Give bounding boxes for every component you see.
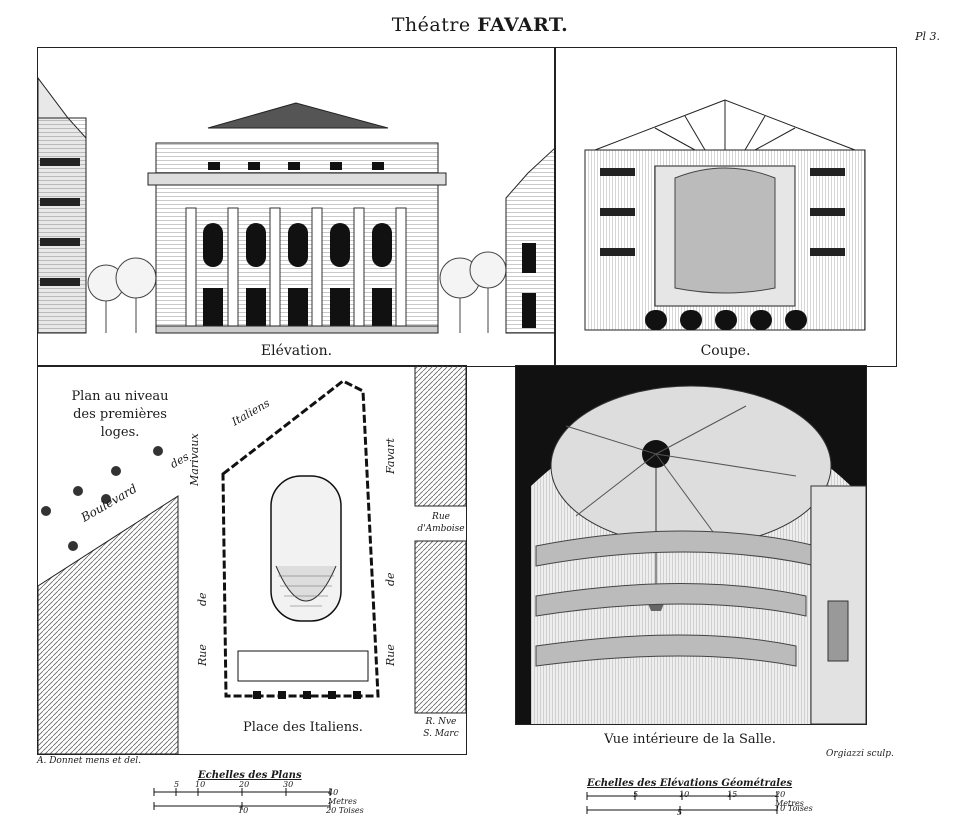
street-marivaux: Marivaux <box>188 433 201 486</box>
plans-tick-3: 20 <box>239 780 250 789</box>
elev-btick-1: 5 <box>677 808 683 817</box>
block-amboise-south <box>414 540 466 714</box>
scale-elev-bar <box>586 792 778 814</box>
interior-drawing <box>531 385 867 725</box>
ceiling-rays <box>565 405 797 537</box>
elev-tick-4: 20 Metres <box>775 790 804 808</box>
theatre-plan <box>221 379 380 699</box>
place-caption: Place des Italiens. <box>243 720 363 735</box>
right-neighbor-building <box>505 146 556 334</box>
title-bold: FAVART. <box>477 14 569 36</box>
scale-elevations: Echelles des Elévations Géométrales 5 10… <box>585 778 815 818</box>
plans-tick-5: 40 Metres <box>328 788 357 806</box>
section-drawing <box>584 99 866 331</box>
elev-tick-3: 15 <box>727 790 738 799</box>
street-amboise-line1: Rue <box>432 512 450 522</box>
boulevard-block <box>38 495 179 754</box>
plans-btick-2: 20 Toises <box>326 806 364 815</box>
section-boxes <box>600 168 845 256</box>
plans-tick-1: 5 <box>174 780 180 789</box>
street-rue-right: Rue <box>384 644 397 666</box>
plate-title: Théatre FAVART. <box>0 14 960 36</box>
street-neuve-st-marc: R. Nve S. Marc <box>416 716 466 740</box>
elev-btick-2: 10 Toises <box>775 804 813 813</box>
plan-title-line1: Plan au niveau <box>71 389 169 404</box>
interior-caption: Vue intérieure de la Salle. <box>604 732 776 747</box>
elev-tick-2: 10 <box>679 790 690 799</box>
credit-right: Orgiazzi sculp. <box>826 749 894 759</box>
plate-number: Pl 3. <box>915 30 940 43</box>
theatre-facade <box>147 102 447 334</box>
street-favart: Favart <box>384 438 397 474</box>
roof-truss <box>594 99 856 151</box>
street-rue-left: Rue <box>196 644 209 666</box>
left-neighbor-building <box>37 76 87 334</box>
plan-drawing <box>38 366 466 754</box>
plans-tick-4: 30 <box>283 780 294 789</box>
interior-panel <box>515 365 867 725</box>
title-prefix: Théatre <box>391 14 471 36</box>
elevation-caption: Elévation. <box>260 343 333 359</box>
street-de-right: de <box>384 572 397 586</box>
section-caption: Coupe. <box>700 343 751 359</box>
trees-left <box>87 257 157 333</box>
scale-plans: Echelles des Plans 5 10 20 30 40 Metres … <box>150 770 365 815</box>
elev-tick-1: 5 <box>633 790 639 799</box>
boulevard-trees <box>41 446 163 551</box>
scale-plans-bar <box>153 788 331 810</box>
plan-title: Plan au niveau des premières loges. <box>60 388 180 442</box>
street-rns-line2: S. Marc <box>423 729 459 739</box>
section-panel: Coupe. <box>554 47 897 367</box>
stage-curtain <box>674 167 776 294</box>
plan-title-line2: des premières loges. <box>73 407 167 440</box>
balcony-tiers <box>535 530 817 667</box>
street-amboise: Rue d'Amboise <box>416 511 466 535</box>
foundation-arches <box>645 310 807 330</box>
elevation-drawing <box>37 76 556 334</box>
credit-left: A. Donnet mens et del. <box>37 756 142 766</box>
plans-btick-1: 10 <box>238 806 249 815</box>
trees-right <box>439 251 507 333</box>
scale-plans-label: Echelles des Plans <box>198 770 302 781</box>
block-amboise-north <box>414 366 466 507</box>
street-de-left: de <box>196 592 209 606</box>
ceiling-dome <box>550 385 832 547</box>
statue-niche <box>827 600 849 662</box>
street-rns-line1: R. Nve <box>425 717 457 727</box>
plan-panel: Plan au niveau des premières loges. Ital… <box>37 365 467 755</box>
street-amboise-line2: d'Amboise <box>417 524 465 534</box>
plans-tick-2: 10 <box>195 780 206 789</box>
scale-elev-label: Echelles des Elévations Géométrales <box>587 778 793 789</box>
elevation-panel: Elévation. <box>37 47 556 367</box>
